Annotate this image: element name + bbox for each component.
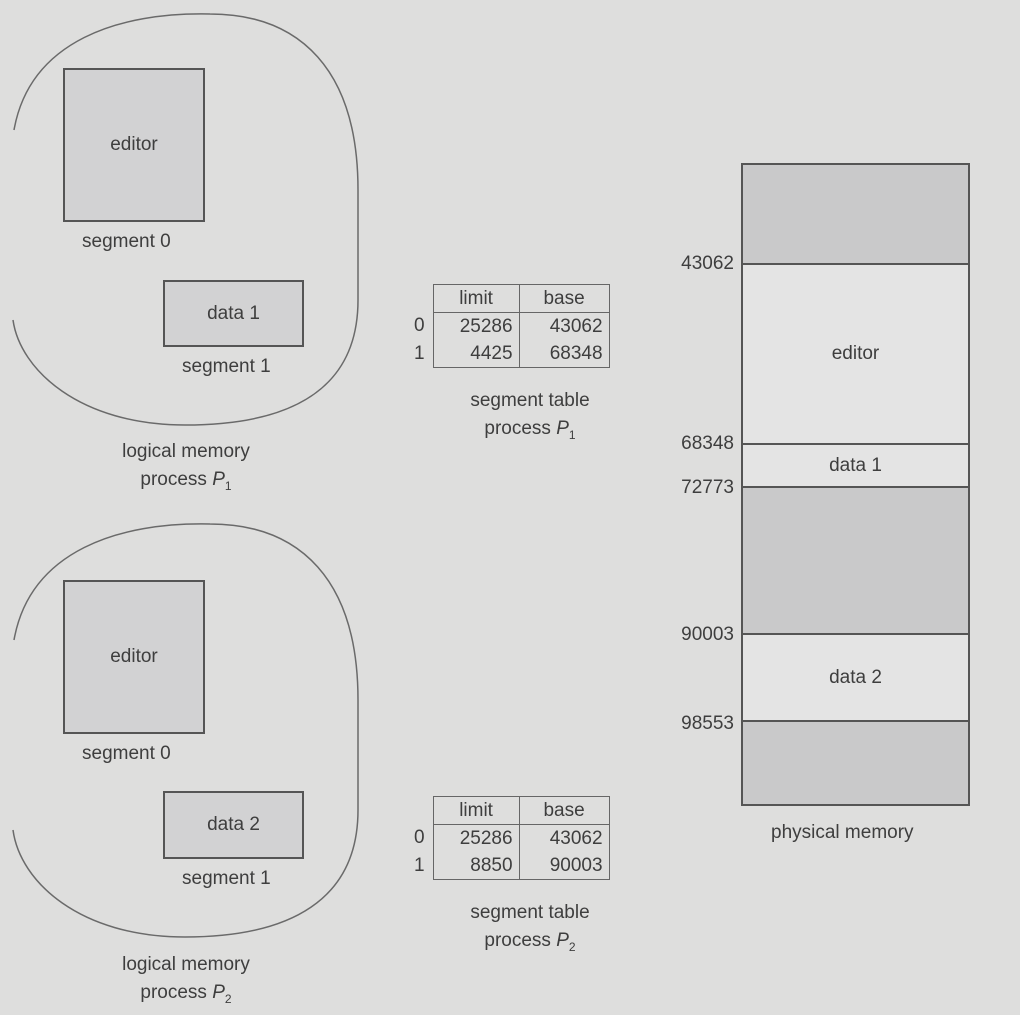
p2-table-caption-line1: segment table bbox=[470, 902, 590, 923]
p2-data2-segment: data 2 bbox=[163, 791, 304, 859]
base-cell: 43062 bbox=[518, 824, 610, 852]
p1-table-header: limit base bbox=[414, 284, 610, 313]
p2-logical-caption: logical memory process P2 bbox=[86, 951, 286, 1013]
p1-limit-header: limit bbox=[432, 284, 520, 313]
p2-limit-header: limit bbox=[432, 796, 520, 825]
physical-data1-region: data 1 bbox=[743, 443, 968, 486]
p2-segment-table: limit base 0 25286 43062 1 8850 90003 bbox=[414, 796, 610, 880]
p2-editor-segment: editor bbox=[63, 580, 205, 734]
physical-memory-caption: physical memory bbox=[771, 822, 914, 843]
p1-logical-caption: logical memory process P1 bbox=[86, 438, 286, 500]
p1-segment-table-caption: segment table process P1 bbox=[430, 387, 630, 449]
limit-cell: 25286 bbox=[432, 824, 520, 852]
p1-table-caption-line1: segment table bbox=[470, 390, 590, 411]
row-index: 1 bbox=[414, 854, 425, 876]
physical-memory: editor data 1 data 2 bbox=[741, 163, 970, 806]
p2-segment1-label: segment 1 bbox=[182, 868, 271, 889]
limit-cell: 25286 bbox=[432, 312, 520, 340]
table-row: 1 8850 90003 bbox=[414, 852, 610, 880]
p1-base-header: base bbox=[518, 284, 610, 313]
address-label: 43062 bbox=[681, 253, 734, 274]
physical-data2-region: data 2 bbox=[743, 633, 968, 720]
p2-editor-label: editor bbox=[110, 646, 158, 667]
physical-editor-region: editor bbox=[743, 263, 968, 443]
base-cell: 43062 bbox=[518, 312, 610, 340]
physical-data1-label: data 1 bbox=[829, 454, 882, 476]
table-row: 1 4425 68348 bbox=[414, 340, 610, 368]
free-region bbox=[743, 486, 968, 633]
p1-table-caption-line2: process P1 bbox=[484, 418, 576, 442]
base-cell: 90003 bbox=[518, 852, 610, 880]
free-region bbox=[743, 165, 968, 263]
p1-logical-caption-line1: logical memory bbox=[122, 441, 250, 462]
physical-data2-label: data 2 bbox=[829, 666, 882, 688]
base-cell: 68348 bbox=[518, 340, 610, 368]
p1-segment-table: limit base 0 25286 43062 1 4425 68348 bbox=[414, 284, 610, 368]
row-index: 0 bbox=[414, 827, 425, 849]
p1-segment0-label: segment 0 bbox=[82, 231, 171, 252]
p2-logical-caption-line1: logical memory bbox=[122, 954, 250, 975]
p2-logical-caption-line2: process P2 bbox=[140, 982, 232, 1006]
p2-segment0-label: segment 0 bbox=[82, 743, 171, 764]
address-label: 90003 bbox=[681, 624, 734, 645]
p1-data1-label: data 1 bbox=[207, 302, 260, 324]
p2-base-header: base bbox=[518, 796, 610, 825]
process1-outline bbox=[12, 13, 359, 426]
p1-editor-segment: editor bbox=[63, 68, 205, 222]
p1-data1-segment: data 1 bbox=[163, 280, 304, 347]
p2-table-caption-line2: process P2 bbox=[484, 930, 576, 954]
p2-segment-table-caption: segment table process P2 bbox=[430, 899, 630, 961]
p1-segment1-label: segment 1 bbox=[182, 356, 271, 377]
row-index: 1 bbox=[414, 342, 425, 364]
address-label: 72773 bbox=[681, 477, 734, 498]
p1-logical-caption-line2: process P1 bbox=[140, 469, 232, 493]
address-label: 98553 bbox=[681, 713, 734, 734]
table-row: 0 25286 43062 bbox=[414, 312, 610, 340]
limit-cell: 4425 bbox=[432, 340, 520, 368]
p1-editor-label: editor bbox=[110, 134, 158, 155]
physical-editor-label: editor bbox=[831, 343, 880, 364]
p2-data2-label: data 2 bbox=[207, 814, 260, 835]
process2-outline bbox=[12, 523, 359, 938]
address-label: 68348 bbox=[681, 433, 734, 454]
row-index: 0 bbox=[414, 315, 425, 337]
p2-table-header: limit base bbox=[414, 796, 610, 825]
limit-cell: 8850 bbox=[432, 852, 520, 880]
table-row: 0 25286 43062 bbox=[414, 824, 610, 852]
free-region bbox=[743, 720, 968, 804]
